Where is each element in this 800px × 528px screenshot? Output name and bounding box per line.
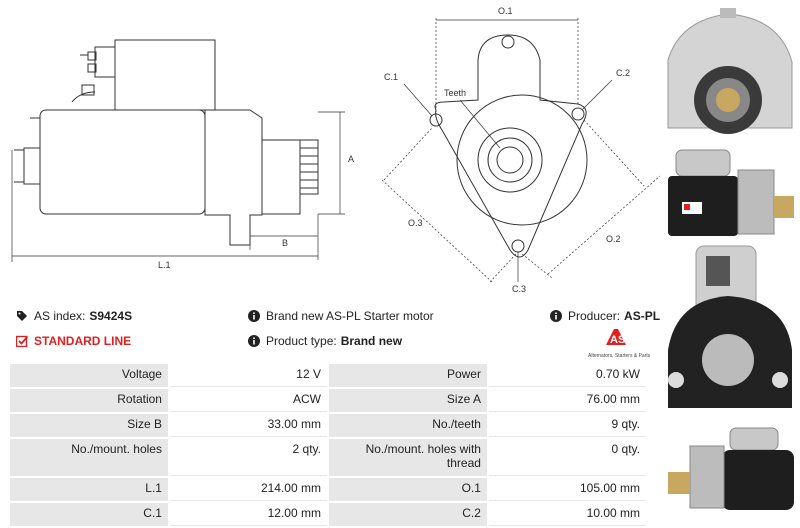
spec-label: Power [328, 364, 487, 387]
producer-label: Producer: [568, 309, 621, 323]
spec-label: No./mount. holes with thread [328, 439, 487, 476]
side-view-drawing [11, 39, 345, 262]
dim-label-b: B [282, 238, 288, 248]
product-photo-angle [668, 427, 794, 510]
technical-drawing: A B L.1 O.1 C.1 C.2 Teeth O.3 O.2 C.3 [11, 6, 660, 294]
table-row: Rotation ACW Size A 76.00 mm [10, 389, 646, 412]
dim-label-teeth: Teeth [444, 88, 466, 98]
as-index: AS index: S9424S [16, 309, 132, 323]
description: Brand new AS-PL Starter motor [248, 309, 434, 323]
spec-label: Voltage [10, 364, 168, 387]
front-view-drawing [381, 18, 660, 283]
as-index-label: AS index: [34, 309, 86, 323]
producer: Producer: AS-PL [550, 309, 660, 323]
table-row: C.1 12.00 mm C.2 10.00 mm [10, 503, 646, 526]
spec-value: ACW [169, 389, 327, 412]
spec-value: 9 qty. [488, 414, 646, 437]
spec-label: Size A [328, 389, 487, 412]
product-type-value: Brand new [340, 334, 403, 348]
table-row: Size B 33.00 mm No./teeth 9 qty. [10, 414, 646, 437]
spec-value: 214.00 mm [169, 478, 327, 501]
checkbox-checked-icon [16, 335, 28, 347]
spec-value: 33.00 mm [169, 414, 327, 437]
spec-value: 0 qty. [488, 439, 646, 476]
spec-value: 76.00 mm [488, 389, 646, 412]
product-photo-front [667, 8, 793, 134]
spec-value: 0.70 kW [488, 364, 646, 387]
dim-label-o1: O.1 [498, 6, 513, 16]
producer-value: AS-PL [624, 309, 661, 323]
product-photo-rear [668, 245, 792, 408]
spec-label: C.1 [10, 503, 168, 526]
as-index-value: S9424S [89, 309, 133, 323]
table-row: L.1 214.00 mm O.1 105.00 mm [10, 478, 646, 501]
specs-table: Voltage 12 V Power 0.70 kW Rotation ACW … [8, 362, 648, 528]
spec-label: Size B [10, 414, 168, 437]
dim-label-o2: O.2 [606, 234, 621, 244]
spec-value: 2 qty. [169, 439, 327, 476]
as-pl-logo: AS Alternators, Starters & Parts [588, 327, 650, 359]
as-logo-mark-icon: AS [606, 329, 626, 346]
spec-value: 105.00 mm [488, 478, 646, 501]
spec-label: Rotation [10, 389, 168, 412]
logo-tagline: Alternators, Starters & Parts [588, 353, 651, 359]
standard-line-text: STANDARD LINE [34, 334, 132, 348]
spec-label: No./mount. holes [10, 439, 168, 476]
info-icon [248, 335, 260, 347]
spec-label: No./teeth [328, 414, 487, 437]
product-type: Product type: Brand new [248, 334, 402, 348]
info-icon [550, 310, 562, 322]
dim-label-c1: C.1 [384, 72, 398, 82]
spec-label: O.1 [328, 478, 487, 501]
description-text: Brand new AS-PL Starter motor [266, 309, 434, 323]
tag-icon [17, 311, 27, 321]
dim-label-c3: C.3 [512, 284, 526, 294]
logo-text: AS [610, 334, 625, 346]
spec-value: 12 V [169, 364, 327, 387]
product-type-label: Product type: [266, 334, 337, 348]
dim-label-l1: L.1 [158, 260, 171, 270]
dim-label-o3: O.3 [408, 218, 423, 228]
standard-line: STANDARD LINE [16, 334, 131, 348]
spec-label: C.2 [328, 503, 487, 526]
table-row: Voltage 12 V Power 0.70 kW [10, 364, 646, 387]
info-icon [248, 310, 260, 322]
dim-label-c2: C.2 [616, 68, 630, 78]
dim-label-a: A [348, 154, 354, 164]
table-row: No./mount. holes 2 qty. No./mount. holes… [10, 439, 646, 476]
product-photo-side [668, 149, 794, 236]
spec-label: L.1 [10, 478, 168, 501]
